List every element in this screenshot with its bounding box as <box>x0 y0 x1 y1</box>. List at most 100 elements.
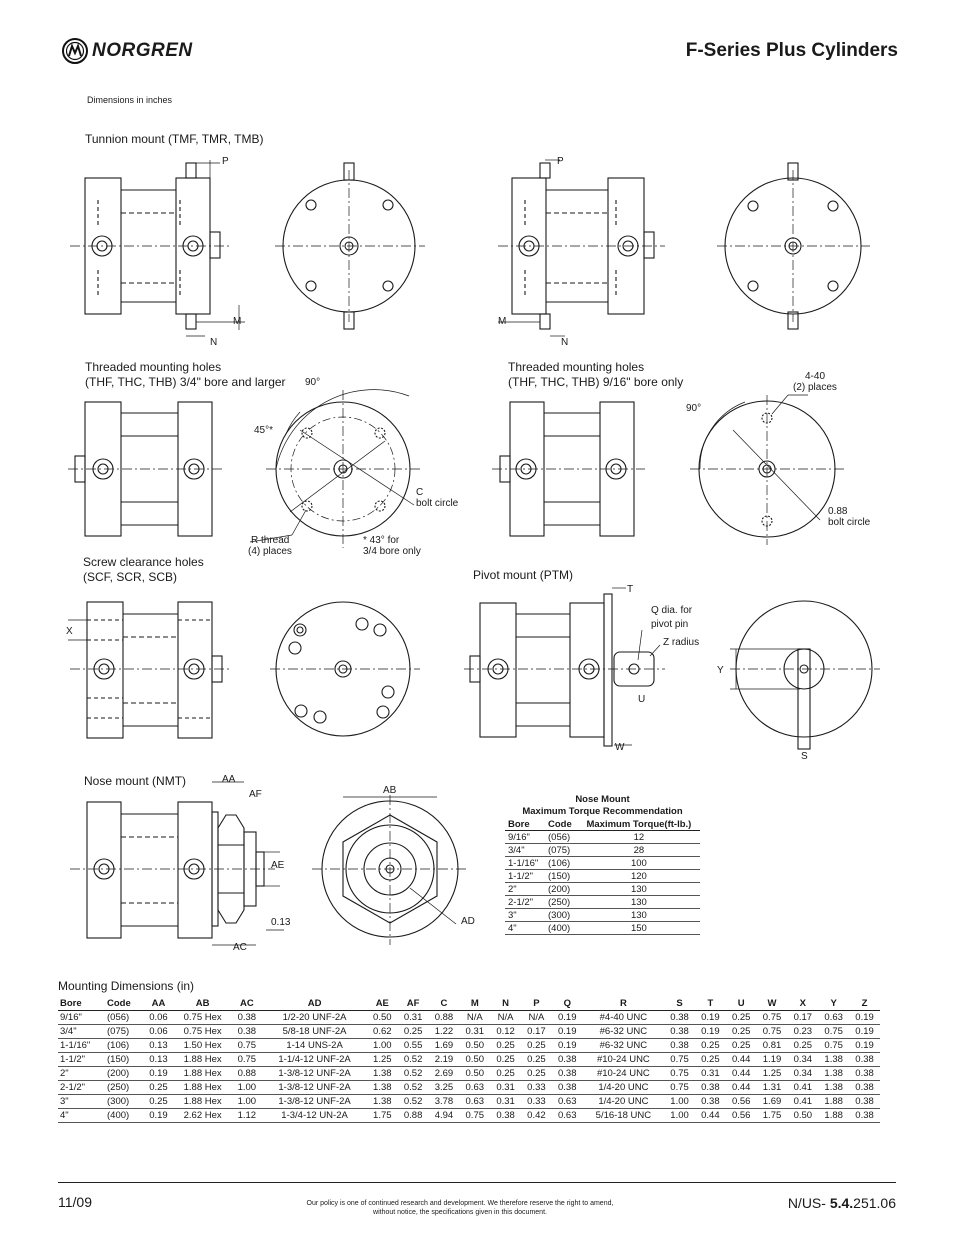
torque-cell: (106) <box>545 856 578 870</box>
mounting-cell: 0.33 <box>521 1080 552 1095</box>
torque-row: 3"(300)130 <box>505 908 700 922</box>
mounting-cell: 5/16-18 UNC <box>582 1108 665 1123</box>
mounting-cell: 0.25 <box>490 1038 522 1053</box>
mounting-cell: 1.00 <box>664 1108 695 1123</box>
torque-cell: 130 <box>577 895 700 909</box>
torque-row: 4"(400)150 <box>505 921 700 935</box>
mounting-cell: 4.94 <box>428 1108 460 1123</box>
caption-screw: Screw clearance holes (SCF, SCR, SCB) <box>83 555 204 585</box>
mounting-header: AF <box>397 997 429 1011</box>
mounting-header: W <box>756 997 788 1011</box>
mounting-cell: 0.06 <box>143 1024 174 1039</box>
torque-cell: 9/16" <box>505 830 546 844</box>
mounting-cell: 0.44 <box>694 1108 726 1123</box>
mounting-header: T <box>694 997 726 1011</box>
torque-cell: 2" <box>505 882 546 896</box>
label-z-radius: Z radius <box>663 637 699 648</box>
mounting-cell: 0.19 <box>551 1010 583 1025</box>
trunnion-side-view-a <box>70 160 245 337</box>
mounting-cell: 1.75 <box>756 1108 788 1123</box>
mounting-cell: 0.19 <box>849 1024 880 1039</box>
threaded-small-side-view <box>492 401 645 537</box>
mounting-cell: 0.38 <box>231 1010 263 1025</box>
label-p-b: P <box>557 156 564 167</box>
mounting-cell: (056) <box>105 1010 144 1025</box>
mounting-cell: 0.25 <box>490 1052 522 1067</box>
mounting-cell: 1.75 <box>366 1108 398 1123</box>
mounting-cell: 0.75 <box>756 1010 788 1025</box>
mounting-header: U <box>725 997 757 1011</box>
mounting-cell: 0.19 <box>849 1010 880 1025</box>
label-013: 0.13 <box>271 917 291 928</box>
caption-threaded-small-line1: Threaded mounting holes <box>508 360 645 374</box>
mounting-cell: 1-3/4-12 UN-2A <box>262 1108 367 1123</box>
mounting-cell: 1.25 <box>366 1052 398 1067</box>
label-x: X <box>66 626 73 637</box>
mounting-cell: 0.88 <box>397 1108 429 1123</box>
mounting-cell: 0.63 <box>551 1094 583 1109</box>
mounting-cell: 0.25 <box>143 1080 174 1095</box>
footer-code: N/US- 5.4.251.06 <box>788 1195 896 1211</box>
caption-nose: Nose mount (NMT) <box>84 774 187 788</box>
mounting-cell: 0.38 <box>694 1080 726 1095</box>
torque-cell: (150) <box>545 869 578 883</box>
torque-row: 2-1/2"(250)130 <box>505 895 700 909</box>
label-m-a: M <box>233 316 241 327</box>
mounting-cell: 0.19 <box>551 1024 583 1039</box>
mounting-cell: 0.17 <box>521 1024 552 1039</box>
mounting-cell: 0.44 <box>725 1080 757 1095</box>
mounting-cell: 0.55 <box>397 1038 429 1053</box>
mounting-cell: 0.75 <box>664 1066 695 1081</box>
label-s: S <box>801 751 808 762</box>
mounting-cell: 1.69 <box>428 1038 460 1053</box>
label-ae: AE <box>271 860 285 871</box>
trunnion-end-view-b <box>717 162 870 330</box>
norgren-logo: NORGREN <box>62 38 193 64</box>
mounting-cell: 0.50 <box>459 1038 491 1053</box>
mounting-cell: 0.25 <box>694 1038 726 1053</box>
mounting-cell: 1.19 <box>756 1052 788 1067</box>
mounting-cell: 0.56 <box>725 1108 757 1123</box>
mounting-cell: 1/4-20 UNC <box>582 1080 665 1095</box>
mounting-cell: 0.19 <box>143 1108 174 1123</box>
label-c: C <box>416 487 423 498</box>
mounting-cell: 0.34 <box>787 1052 819 1067</box>
mounting-cell: 0.31 <box>490 1094 522 1109</box>
mounting-cell: 0.38 <box>231 1024 263 1039</box>
label-t: T <box>627 584 633 595</box>
mounting-cell: 0.31 <box>490 1080 522 1095</box>
mounting-cell: 0.31 <box>694 1066 726 1081</box>
mounting-cell: (200) <box>105 1066 144 1081</box>
torque-cell: 130 <box>577 882 700 896</box>
mounting-cell: 0.38 <box>551 1080 583 1095</box>
label-43-bore: 3/4 bore only <box>363 546 421 557</box>
mounting-cell: 1.38 <box>366 1094 398 1109</box>
mounting-cell: 1.00 <box>231 1094 263 1109</box>
mounting-cell: 0.25 <box>725 1010 757 1025</box>
torque-cell: 150 <box>577 921 700 935</box>
mounting-cell: 1.00 <box>366 1038 398 1053</box>
mounting-header: M <box>459 997 491 1011</box>
label-n-b: N <box>561 337 568 348</box>
mounting-cell: 1-1/4-12 UNF-2A <box>262 1052 367 1067</box>
mounting-cell: 1.31 <box>756 1080 788 1095</box>
mounting-cell: 0.38 <box>664 1038 695 1053</box>
mounting-header: N <box>490 997 522 1011</box>
footer-date: 11/09 <box>58 1194 92 1210</box>
mounting-cell: 0.25 <box>787 1038 819 1053</box>
mounting-cell: (250) <box>105 1080 144 1095</box>
mounting-header: S <box>664 997 695 1011</box>
torque-cell: (056) <box>545 830 578 844</box>
trunnion-end-view-a <box>275 162 425 330</box>
mounting-header: AB <box>173 997 232 1011</box>
mounting-cell: 0.38 <box>664 1010 695 1025</box>
torque-cell: 120 <box>577 869 700 883</box>
label-q-pin: pivot pin <box>651 619 688 630</box>
mounting-cell: 0.34 <box>787 1066 819 1081</box>
